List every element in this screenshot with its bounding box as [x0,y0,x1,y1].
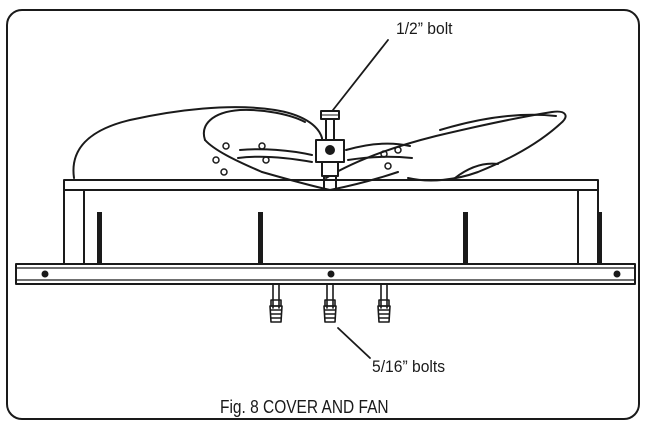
housing-ribs [97,212,602,264]
leader-top-bolt [332,39,389,111]
cover-housing [63,179,602,265]
bottom-bolt-left [269,283,283,323]
fan-blade-right [325,110,567,182]
hub-collar [321,161,339,177]
bottom-bolts [269,283,391,323]
bottom-bolt-center [323,283,337,323]
blade-screws [212,142,402,176]
leader-bottom-bolts [337,327,371,359]
bottom-bolt-right [377,283,391,323]
fan-hub [315,110,345,191]
top-bolt-shaft [325,117,335,141]
fan-blades [72,106,567,191]
fan-blade-left-inner [202,108,306,141]
figure-border [6,9,640,420]
callout-top-bolt-label: 1/2” bolt [396,19,453,38]
fan-blade-left [72,106,325,179]
fan-blade-back-right [454,162,499,179]
base-flange [15,263,636,285]
callout-bottom-bolts-label: 5/16” bolts [372,357,446,376]
figure-caption: Fig. 8 COVER AND FAN [220,397,389,417]
